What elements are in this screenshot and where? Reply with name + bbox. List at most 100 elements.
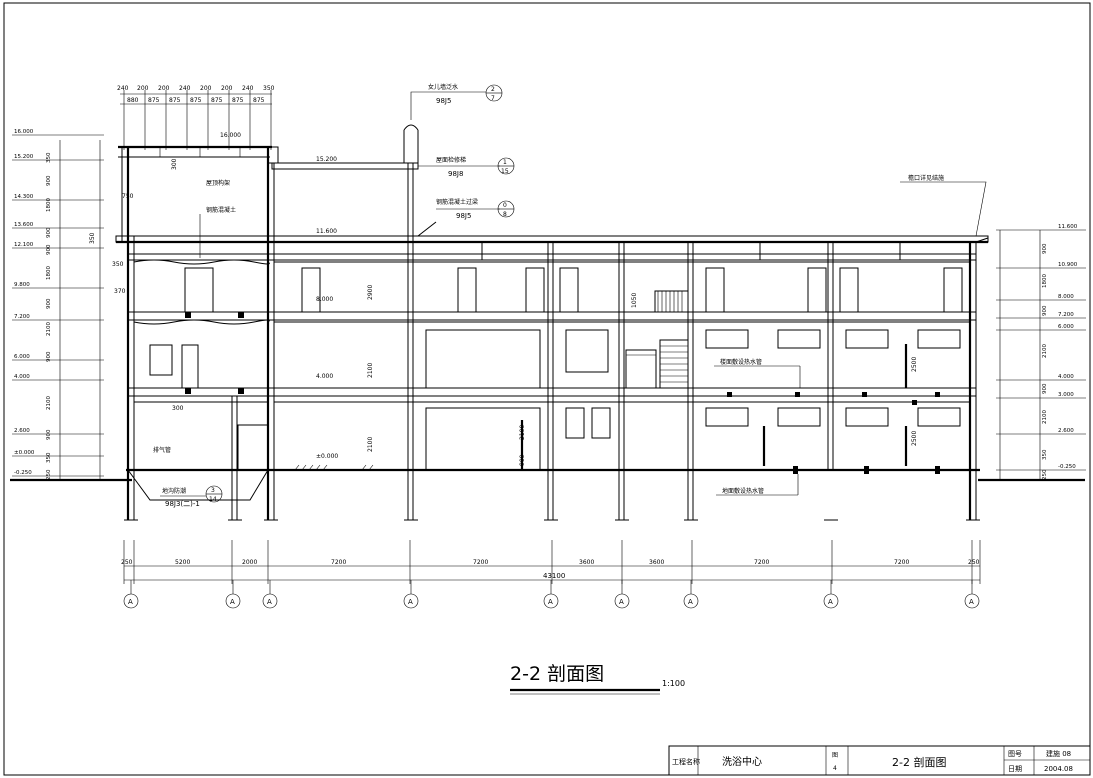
axis-bubble (614, 593, 630, 609)
axis-label: A (128, 598, 133, 606)
left-dim-label: 900 (46, 227, 52, 238)
axis-bubble (964, 593, 980, 609)
left-elevation-label: ±0.000 (14, 450, 35, 456)
right-dim-label: 900 (1042, 243, 1048, 254)
top-dim-small-7: 350 (263, 85, 275, 92)
svg-text:350: 350 (112, 261, 124, 268)
axis-label: A (828, 598, 833, 606)
left-dim-label: 900 (46, 351, 52, 362)
pipe-note-2: 地面敷设热水管 (722, 487, 764, 495)
svg-text:1050: 1050 (631, 293, 638, 308)
top-dim-small-6: 240 (242, 85, 254, 92)
svg-text:2100: 2100 (519, 425, 526, 440)
svg-text:15.200: 15.200 (316, 156, 337, 163)
top-dim-small-5: 200 (221, 85, 233, 92)
bottom-dim-label: 3600 (649, 559, 664, 566)
svg-text:900: 900 (519, 454, 526, 466)
top-dim-6: 875 (253, 97, 265, 104)
right-dim-label: 2100 (1042, 344, 1048, 358)
svg-text:2500: 2500 (911, 431, 918, 446)
left-dim-label: 900 (46, 298, 52, 309)
right-elevation-label: 10.900 (1058, 262, 1078, 268)
left-dim-label: 900 (46, 244, 52, 255)
left-dim-label: 900 (46, 429, 52, 440)
roof-tower (118, 124, 437, 242)
callout1-label: 女儿墙泛水 (428, 83, 458, 91)
axis-bubble (403, 593, 419, 609)
bottom-dim-label: 2000 (242, 559, 257, 566)
tb-col-label: 图 (832, 752, 838, 759)
svg-text:2100: 2100 (367, 437, 374, 452)
left-dim-label: 1800 (46, 198, 52, 212)
stair (625, 290, 689, 389)
right-dim-label: 1800 (1042, 274, 1048, 288)
bottom-dim-label: 7200 (754, 559, 769, 566)
right-elevation-label: 7.200 (1058, 312, 1074, 318)
top-dim-small-0: 240 (117, 85, 129, 92)
axis-bubble (543, 593, 559, 609)
right-parapet (975, 237, 989, 243)
right-dim-label: 900 (1042, 383, 1048, 394)
tb-drawing-no: 建施 08 (1046, 749, 1071, 758)
left-elevation-label: 2.600 (14, 428, 30, 434)
right-elevations: 11.60010.9008.0007.2006.0004.0003.0002.6… (996, 224, 1086, 480)
svg-text:370: 370 (114, 288, 126, 295)
pipe-note-1: 楼面敷设热水管 (720, 358, 762, 366)
top-dim-0: 880 (127, 97, 139, 104)
top-dim-1: 875 (148, 97, 160, 104)
bottom-dim-label: 7200 (894, 559, 909, 566)
right-elevation-label: 3.000 (1058, 392, 1074, 398)
svg-text:2900: 2900 (367, 285, 374, 300)
svg-text:2100: 2100 (367, 363, 374, 378)
pipes (185, 312, 940, 474)
tb-col-value: 4 (833, 765, 837, 772)
callout3-ref: 98J5 (456, 212, 471, 220)
right-elevation-label: 4.000 (1058, 374, 1074, 380)
right-elevation-label: 6.000 (1058, 324, 1074, 330)
left-elevation-label: -0.250 (14, 470, 32, 476)
callout3-label: 钢筋混凝土过梁 (436, 198, 478, 206)
axis-label: A (688, 598, 693, 606)
title-scale: 1:100 (662, 679, 685, 688)
right-elevation-label: -0.250 (1058, 464, 1076, 470)
left-elevation-label: 12.100 (14, 242, 34, 248)
right-dim-label: 250 (1042, 469, 1048, 480)
floor-slabs (115, 145, 989, 397)
title-block: 工程名称 洗浴中心 图 4 2-2 剖面图 图号 建施 08 日期 2004.0… (668, 745, 1091, 776)
axis-label: A (969, 598, 974, 606)
total-dimension: 43100 (543, 572, 565, 580)
svg-text:16.000: 16.000 (220, 132, 241, 139)
basement-ref: 98J3(二)-1 (165, 500, 200, 508)
building-section (10, 124, 1085, 521)
bottom-dim-label: 7200 (331, 559, 346, 566)
callout1-ref: 98J5 (436, 97, 451, 105)
top-dim-5: 875 (232, 97, 244, 104)
svg-text:1: 1 (503, 159, 507, 166)
svg-text:750: 750 (122, 193, 134, 200)
left-elevation-label: 7.200 (14, 314, 30, 320)
axis-bubble (262, 593, 278, 609)
left-elevation-label: 6.000 (14, 354, 30, 360)
axis-bubble (123, 593, 139, 609)
svg-text:300: 300 (172, 405, 184, 412)
top-dim-4: 875 (211, 97, 223, 104)
svg-text:300: 300 (171, 158, 178, 170)
left-elevation-label: 15.200 (14, 154, 34, 160)
svg-text:±0.000: ±0.000 (316, 453, 338, 460)
top-dim-2: 875 (169, 97, 181, 104)
top-dim-small-2: 200 (158, 85, 170, 92)
title-main: 2-2 剖面图 (510, 663, 604, 685)
basement-label: 地沟防潮 (162, 487, 186, 495)
svg-text:4.000: 4.000 (316, 373, 333, 380)
bottom-dim-label: 250 (968, 559, 980, 566)
left-elevation-label: 4.000 (14, 374, 30, 380)
tb-date-label: 日期 (1008, 765, 1022, 773)
bottom-dim-label: 7200 (473, 559, 488, 566)
tb-drawing-no-label: 图号 (1008, 750, 1022, 758)
ceilings (133, 259, 970, 403)
left-elevation-label: 14.300 (14, 194, 34, 200)
axis-bubble (823, 593, 839, 609)
right-elevation-label: 2.600 (1058, 428, 1074, 434)
left-dim-label: 2100 (46, 396, 52, 410)
right-dim-label: 900 (1042, 305, 1048, 316)
